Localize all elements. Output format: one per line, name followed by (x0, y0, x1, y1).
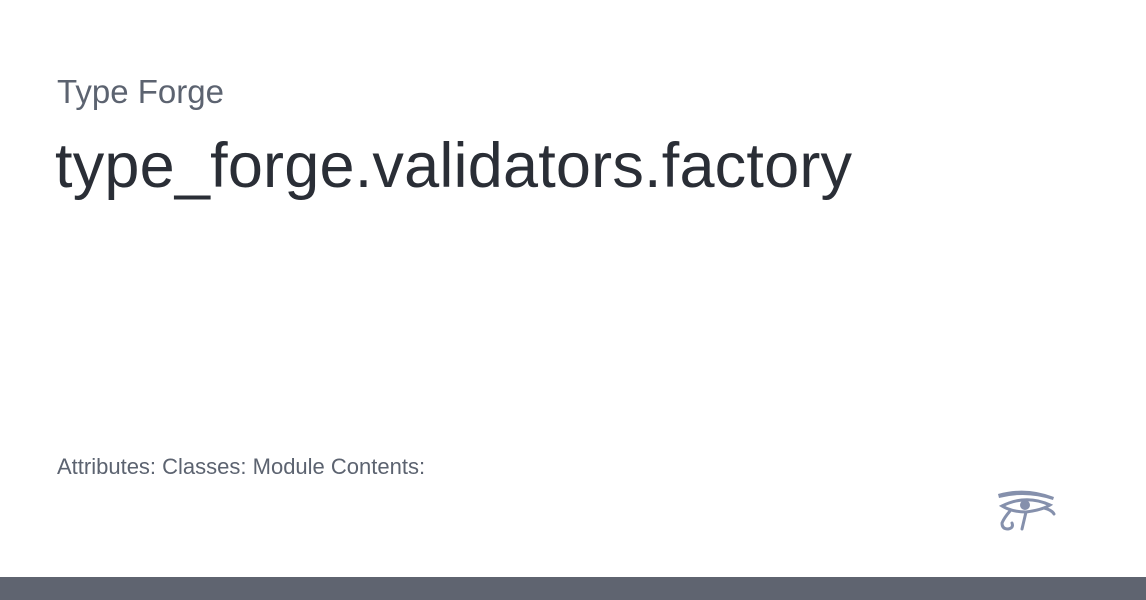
social-card: Type Forge type_forge.validators.factory… (55, 73, 1056, 534)
eye-of-horus-icon (996, 488, 1056, 534)
page-summary: Attributes: Classes: Module Contents: (57, 454, 426, 479)
site-name: Type Forge (57, 73, 224, 110)
footer-bar (0, 577, 1146, 600)
page-title: type_forge.validators.factory (55, 131, 853, 201)
